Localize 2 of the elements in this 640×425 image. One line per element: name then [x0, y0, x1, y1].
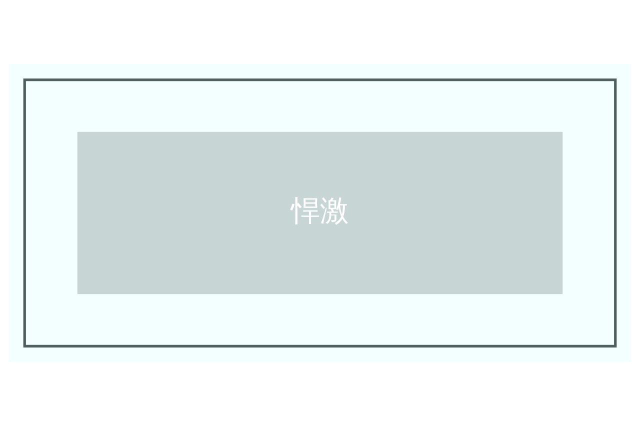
cluster — [23, 78, 617, 347]
node-box: 悍激 — [77, 131, 563, 294]
